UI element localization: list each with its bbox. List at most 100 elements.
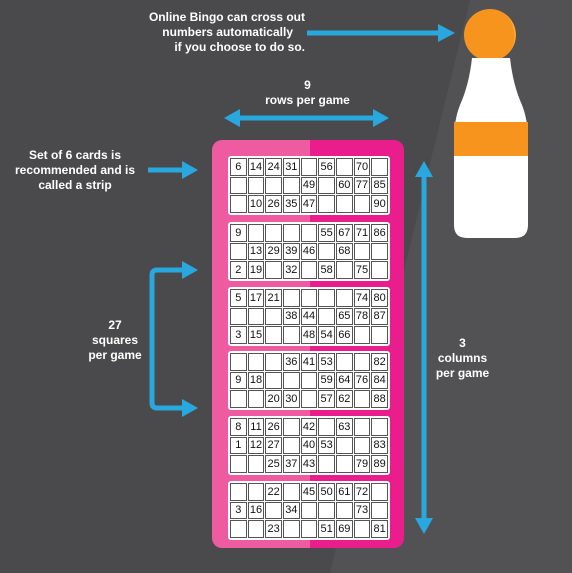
bingo-cell: 65	[335, 307, 353, 326]
bingo-cell: 37	[282, 455, 300, 473]
bingo-cell	[371, 242, 388, 261]
bingo-cell: 22	[265, 483, 282, 501]
bingo-cell	[282, 418, 300, 436]
bingo-cell	[371, 261, 388, 279]
bingo-cell	[353, 353, 371, 371]
online-bingo-callout: Online Bingo can cross out numbers autom…	[120, 10, 305, 55]
bingo-cell: 38	[282, 307, 300, 326]
bingo-cell: 29	[265, 242, 282, 261]
bingo-cell	[318, 289, 335, 307]
bingo-cell: 27	[265, 436, 282, 455]
strip-callout-line-1: Set of 6 cards is	[28, 148, 122, 162]
bingo-cell	[230, 390, 247, 408]
bingo-cell	[265, 326, 282, 344]
bingo-cell	[247, 483, 265, 501]
bingo-cell: 17	[247, 289, 265, 307]
bingo-cell: 74	[353, 289, 371, 307]
bingo-cell: 39	[282, 242, 300, 261]
online-callout-line-2: numbers automatically	[162, 25, 293, 39]
bingo-cell: 43	[300, 455, 318, 473]
bingo-cell	[282, 483, 300, 501]
bingo-cell	[265, 176, 282, 195]
bingo-cell: 16	[247, 501, 265, 520]
bingo-cell: 48	[300, 326, 318, 344]
bingo-cell: 57	[318, 390, 335, 408]
rows-number: 9	[304, 78, 311, 92]
bingo-cell: 70	[353, 158, 371, 176]
columns-number: 3	[459, 336, 466, 350]
bingo-cell	[230, 455, 247, 473]
bingo-cell: 11	[247, 418, 265, 436]
bingo-cell	[335, 436, 353, 455]
bingo-cell: 77	[353, 176, 371, 195]
bingo-cell: 87	[371, 307, 388, 326]
bingo-dauber-icon	[454, 9, 528, 238]
bingo-cell: 83	[371, 436, 388, 455]
bingo-cell: 5	[230, 289, 247, 307]
bingo-cell: 9	[230, 371, 247, 390]
bingo-cell: 3	[230, 326, 247, 344]
bingo-cell: 72	[353, 483, 371, 501]
bingo-cell	[265, 261, 282, 279]
squares-callout: 27 squares per game	[80, 318, 150, 363]
bingo-cell	[318, 418, 335, 436]
bingo-cell: 81	[371, 520, 388, 538]
bingo-cell: 20	[265, 390, 282, 408]
bingo-cell	[247, 390, 265, 408]
bingo-cell: 40	[300, 436, 318, 455]
bingo-cell	[318, 242, 335, 261]
bingo-cell	[300, 390, 318, 408]
bingo-cell: 64	[335, 371, 353, 390]
bingo-cell	[282, 326, 300, 344]
strip-callout: Set of 6 cards is recommended and is cal…	[10, 148, 140, 193]
bingo-cell: 26	[265, 195, 282, 213]
bingo-cell	[371, 326, 388, 344]
bingo-cell	[318, 501, 335, 520]
bingo-cell	[230, 195, 247, 213]
bingo-cell	[300, 224, 318, 242]
bingo-cell	[230, 176, 247, 195]
bingo-cell	[335, 455, 353, 473]
arrow-to-dauber	[307, 24, 455, 42]
bingo-cell: 84	[371, 371, 388, 390]
bingo-cell	[300, 158, 318, 176]
bingo-cell: 23	[265, 520, 282, 538]
rows-text: rows per game	[265, 93, 350, 107]
bingo-cell	[335, 158, 353, 176]
online-callout-line-1: Online Bingo can cross out	[148, 10, 305, 24]
bingo-cell: 75	[353, 261, 371, 279]
bingo-cell: 30	[282, 390, 300, 408]
bingo-cell	[353, 242, 371, 261]
bingo-cell: 31	[282, 158, 300, 176]
bingo-cell: 18	[247, 371, 265, 390]
bingo-cell	[300, 501, 318, 520]
bingo-cell: 46	[300, 242, 318, 261]
bingo-cell: 71	[353, 224, 371, 242]
bingo-cell	[230, 307, 247, 326]
bingo-cell: 68	[335, 242, 353, 261]
bingo-cell: 59	[318, 371, 335, 390]
bingo-cell: 80	[371, 289, 388, 307]
bingo-cell	[265, 371, 282, 390]
bingo-cell	[282, 520, 300, 538]
bingo-cell: 2	[230, 261, 247, 279]
bingo-cell: 51	[318, 520, 335, 538]
bingo-cell: 36	[282, 353, 300, 371]
bingo-cell: 1	[230, 436, 247, 455]
bingo-cell: 14	[247, 158, 265, 176]
rows-double-arrow	[224, 109, 389, 127]
bingo-cell	[247, 176, 265, 195]
bingo-cell	[371, 501, 388, 520]
bingo-cell	[353, 436, 371, 455]
bingo-cell	[335, 289, 353, 307]
bingo-cell: 69	[335, 520, 353, 538]
bingo-cell	[247, 520, 265, 538]
bingo-cell: 89	[371, 455, 388, 473]
bingo-cell: 15	[247, 326, 265, 344]
bingo-cell	[230, 353, 247, 371]
columns-callout: 3 columns per game	[425, 336, 500, 381]
bingo-cell	[353, 520, 371, 538]
